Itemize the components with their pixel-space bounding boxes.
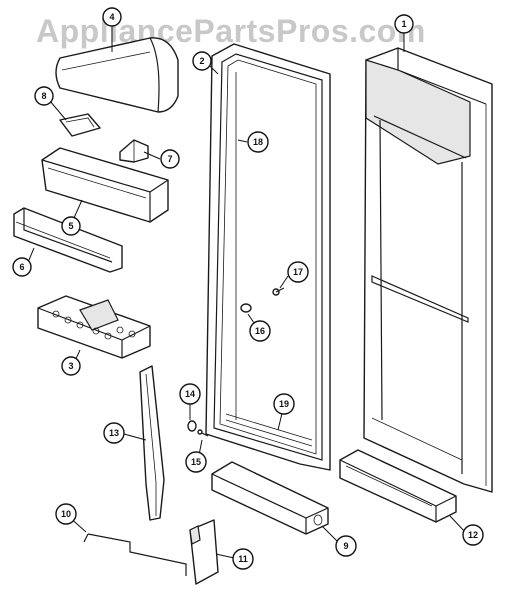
svg-text:5: 5 — [68, 221, 73, 231]
part-8-clip — [59, 113, 101, 137]
svg-text:9: 9 — [343, 541, 348, 551]
callout-12: 12 — [462, 524, 484, 546]
part-2-door-gasket — [205, 43, 331, 471]
callout-15: 15 — [185, 451, 207, 473]
callout-14: 14 — [179, 383, 201, 405]
callout-16: 16 — [249, 320, 271, 342]
svg-text:12: 12 — [468, 530, 478, 540]
callout-11: 11 — [232, 548, 254, 570]
watermark-text: AppliancePartsPros.com — [36, 13, 426, 49]
svg-text:1: 1 — [401, 19, 406, 29]
svg-text:4: 4 — [109, 12, 114, 22]
callout-4: 4 — [102, 7, 122, 27]
callout-10: 10 — [55, 503, 77, 525]
svg-text:3: 3 — [68, 361, 73, 371]
part-4-rack-cover — [55, 37, 179, 113]
part-19-bottom-strip — [225, 413, 313, 447]
svg-text:10: 10 — [61, 509, 71, 519]
callout-2: 2 — [192, 51, 212, 71]
svg-text:11: 11 — [238, 554, 248, 564]
callout-8: 8 — [34, 86, 54, 106]
svg-text:8: 8 — [41, 91, 46, 101]
svg-text:14: 14 — [185, 389, 195, 399]
part-3-egg-tray — [37, 295, 151, 359]
part-12-door-bin — [339, 449, 457, 523]
callout-19: 19 — [273, 393, 295, 415]
part-7-bracket — [119, 139, 149, 163]
callout-18: 18 — [247, 131, 269, 153]
callout-3: 3 — [61, 356, 81, 376]
callout-9: 9 — [335, 535, 357, 557]
callout-7: 7 — [160, 149, 180, 169]
svg-text:13: 13 — [109, 428, 119, 438]
part-5-door-bin — [41, 147, 169, 223]
svg-text:19: 19 — [279, 399, 289, 409]
part-1-door-liner — [363, 47, 493, 493]
part-9-door-bin — [211, 461, 329, 535]
part-14-plug — [187, 420, 197, 432]
part-16-cap — [240, 303, 252, 313]
part-10-wire — [83, 533, 187, 576]
callout-6: 6 — [12, 257, 32, 277]
svg-text:15: 15 — [191, 457, 201, 467]
part-17-screw — [272, 287, 285, 296]
svg-text:7: 7 — [167, 154, 172, 164]
callout-17: 17 — [287, 261, 309, 283]
part-11-panel — [189, 519, 219, 585]
callout-13: 13 — [103, 422, 125, 444]
part-6-bin-rail — [13, 207, 123, 273]
svg-text:16: 16 — [255, 326, 265, 336]
part-15-screw — [197, 429, 209, 437]
svg-text:2: 2 — [199, 56, 204, 66]
part-13-trim-strip — [139, 365, 165, 521]
svg-text:18: 18 — [253, 137, 263, 147]
svg-text:6: 6 — [19, 262, 24, 272]
callout-5: 5 — [61, 216, 81, 236]
svg-text:17: 17 — [293, 267, 303, 277]
callout-1: 1 — [394, 14, 414, 34]
